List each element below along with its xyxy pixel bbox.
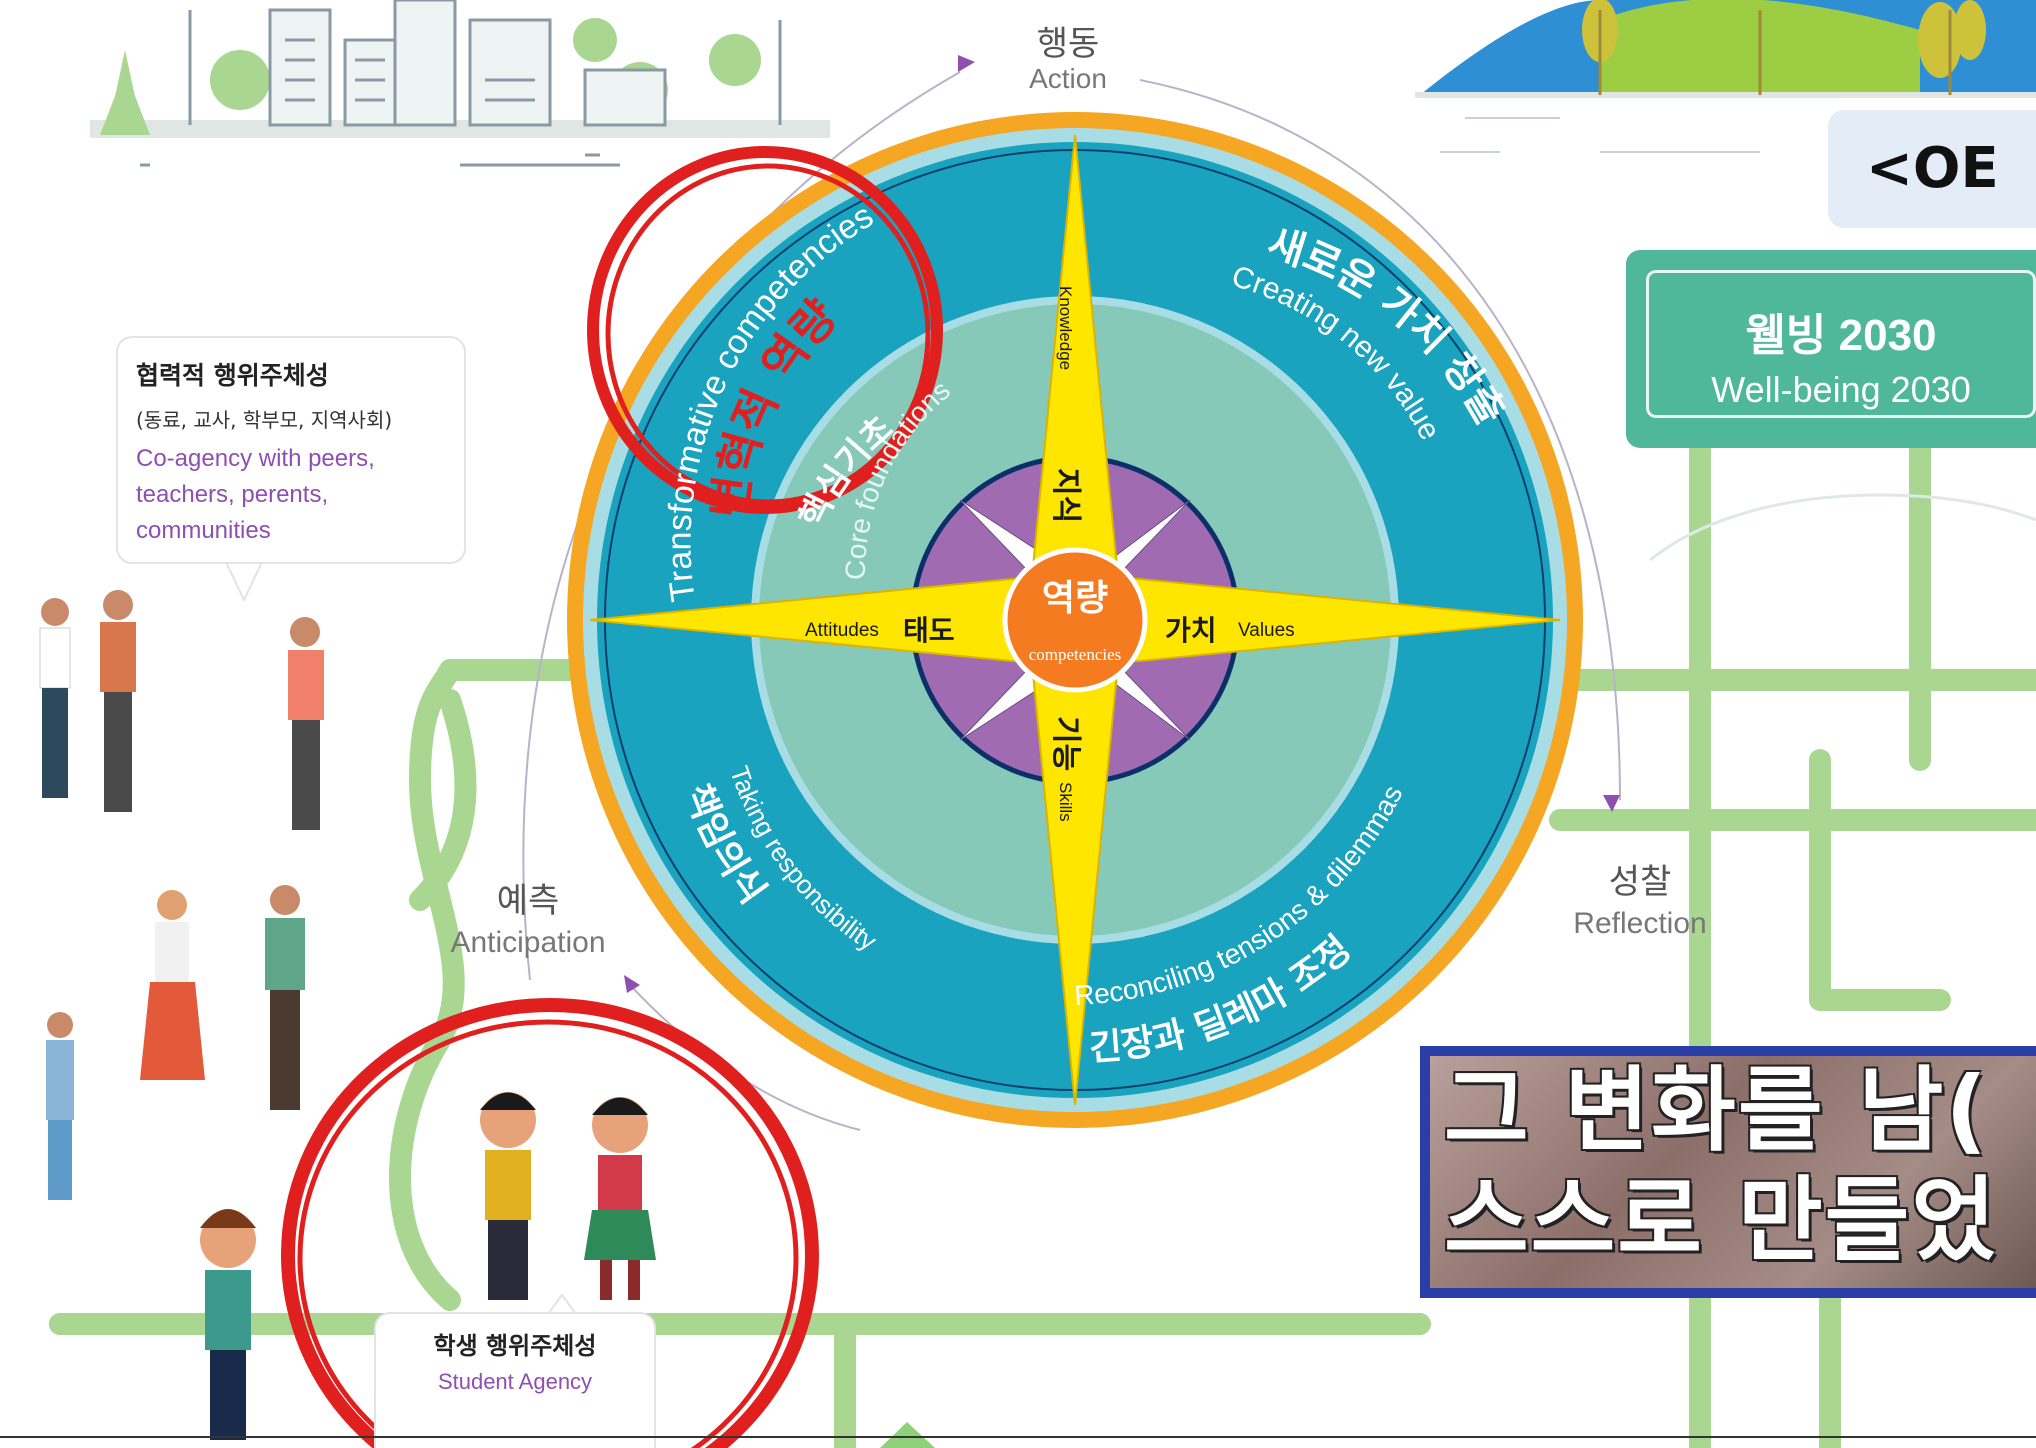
caption-line-1: 그 변화를 남( <box>1444 1057 1990 1164</box>
wellbeing-sign-frame: 웰빙 2030 Well-being 2030 <box>1646 270 2036 418</box>
north-label-kr: 지식 <box>1048 468 1083 523</box>
co-agency-title: 협력적 행위주체성 <box>136 361 329 390</box>
west-label-kr: 태도 <box>903 614 955 647</box>
wellbeing-title-en: Well-being 2030 <box>1711 369 1971 410</box>
red-circle-student-agency <box>281 998 819 1448</box>
west-label-en: Attitudes <box>805 620 879 641</box>
center-label-en: competencies <box>1029 645 1122 664</box>
student-agency-callout: 학생 행위주체성 Student Agency <box>374 1312 656 1448</box>
south-label-en: Skills <box>1056 782 1075 822</box>
stage-anticipation-kr: 예측 <box>497 881 560 921</box>
stage-action-kr: 행동 <box>1037 24 1100 64</box>
wellbeing-title-kr: 웰빙 2030 <box>1745 311 1937 360</box>
south-label-kr: 기능 <box>1048 716 1083 771</box>
student-agency-title: 학생 행위주체성 <box>433 1332 597 1360</box>
video-frame: 그 변화를 남( 스스로 만들었 <box>1430 1056 2036 1288</box>
video-caption-overlay: 그 변화를 남( 스스로 만들었 <box>1420 1046 2036 1298</box>
student-agency-english: Student Agency <box>437 1369 593 1394</box>
red-annotations <box>281 146 943 1448</box>
callout-pointer-co-agency <box>224 561 264 603</box>
people-illustration <box>39 590 656 1440</box>
center-label-kr: 역량 <box>1042 578 1108 619</box>
arrow-head-action <box>958 55 975 72</box>
stage-reflection-en: Reflection <box>1573 907 1706 940</box>
stage-action-en: Action <box>1029 63 1107 94</box>
co-agency-callout: 협력적 행위주체성 (동료, 교사, 학부모, 지역사회) Co-agency … <box>116 336 466 564</box>
stage-labels: 행동 Action 예측 Anticipation 성찰 Reflection <box>450 24 1706 959</box>
north-label-en: Knowledge <box>1056 286 1075 370</box>
center-competencies <box>1002 547 1148 693</box>
wellbeing-sign: 웰빙 2030 Well-being 2030 <box>1626 250 2036 448</box>
bottom-divider <box>0 1436 2036 1438</box>
oecd-title-tag: <OE <box>1828 110 2036 228</box>
arrow-head-reflection <box>1603 795 1620 812</box>
compass-star <box>589 134 1561 1106</box>
stage-reflection-kr: 성찰 <box>1609 862 1672 902</box>
co-agency-subtitle: (동료, 교사, 학부모, 지역사회) <box>136 408 393 432</box>
compass <box>567 112 1583 1128</box>
east-label-en: Values <box>1238 620 1295 641</box>
city-illustration <box>90 0 830 167</box>
co-agency-english: Co-agency with peers, teachers, perents,… <box>136 445 375 544</box>
east-label-kr: 가치 <box>1165 614 1217 647</box>
arrow-head-anticipation <box>624 975 640 993</box>
caption-line-2: 스스로 만들었 <box>1444 1167 1998 1274</box>
road-marker <box>880 1422 935 1448</box>
landscape-illustration <box>1415 0 2036 562</box>
red-circle-transformative <box>587 146 943 514</box>
stage-anticipation-en: Anticipation <box>450 926 605 959</box>
